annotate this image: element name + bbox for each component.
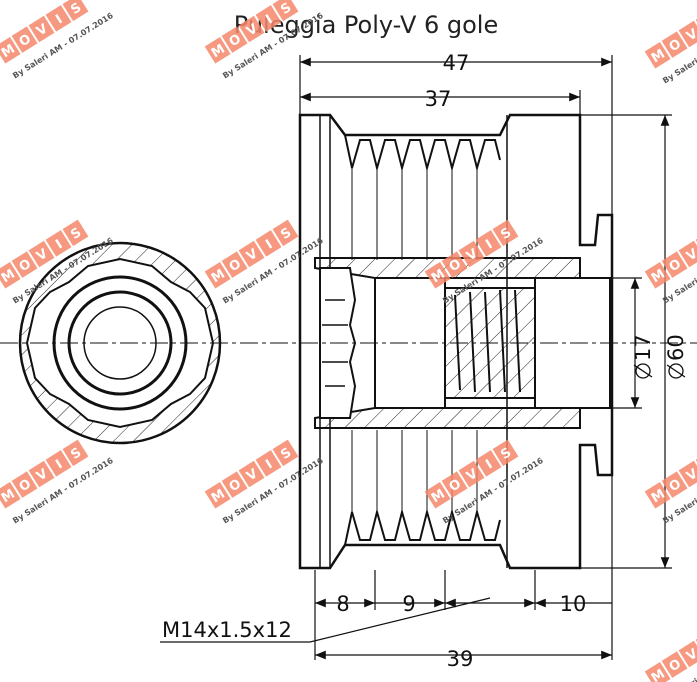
drawing-title: Puleggia Poly-V 6 gole xyxy=(234,11,498,39)
watermark-tile xyxy=(255,5,282,32)
dim-outer-diameter-group: 60 xyxy=(664,334,688,379)
watermark-tile xyxy=(644,41,671,69)
watermark-tile xyxy=(62,0,89,22)
thread-callout: M14x1.5x12 xyxy=(162,618,292,642)
watermark-tile xyxy=(272,219,299,247)
watermark-tile xyxy=(475,450,502,477)
watermark-tile xyxy=(204,481,231,509)
dim-overall-width: 47 xyxy=(443,51,470,75)
watermark-tile xyxy=(255,230,282,257)
dim-bore-diameter: 17 xyxy=(631,334,655,361)
dim-segment-c: 10 xyxy=(560,592,587,616)
watermark-tile xyxy=(11,26,38,53)
watermark-tile xyxy=(11,471,38,498)
watermark-tile xyxy=(28,15,55,43)
watermark-tile xyxy=(238,15,265,43)
watermark-tile xyxy=(28,460,55,488)
watermark-tile xyxy=(0,36,21,64)
watermark-tile xyxy=(272,439,299,467)
watermark-tile xyxy=(255,450,282,477)
watermark-tile xyxy=(45,5,72,32)
watermark-tile xyxy=(441,471,468,498)
end-view xyxy=(0,241,240,445)
watermark-tile xyxy=(661,471,688,498)
watermark-tile xyxy=(272,0,299,22)
watermark-tile xyxy=(0,261,21,289)
watermark-tile xyxy=(475,230,502,257)
watermark-tile xyxy=(204,36,231,64)
watermark-tile xyxy=(441,251,468,278)
watermark-tile xyxy=(661,31,688,58)
watermark-tile xyxy=(28,240,55,268)
dim-bore-diameter-group: 17 xyxy=(631,334,655,379)
dim-thread-length: 39 xyxy=(447,647,474,671)
watermark-tile xyxy=(458,460,485,488)
watermark-tile xyxy=(0,481,21,509)
watermark-tile xyxy=(11,251,38,278)
watermark-tile xyxy=(238,240,265,268)
watermark-tile xyxy=(458,240,485,268)
watermark-tile xyxy=(678,460,697,488)
watermark-tile xyxy=(644,261,671,289)
dimensions xyxy=(160,55,672,660)
watermark-tile xyxy=(204,261,231,289)
watermark-tile xyxy=(221,26,248,53)
watermark-tile xyxy=(678,20,697,48)
watermark-tile xyxy=(238,460,265,488)
watermark-tile xyxy=(221,471,248,498)
dim-segment-b: 9 xyxy=(402,592,415,616)
watermark-tile xyxy=(492,219,519,247)
watermark-tile xyxy=(661,651,688,678)
watermark-tile xyxy=(678,640,697,668)
watermark-tile xyxy=(62,439,89,467)
watermark-tile xyxy=(424,481,451,509)
watermark-tile xyxy=(45,450,72,477)
watermark-tile xyxy=(45,230,72,257)
watermark-tile xyxy=(492,439,519,467)
watermark-tile xyxy=(644,481,671,509)
watermark-tile xyxy=(424,261,451,289)
dim-segment-a: 8 xyxy=(336,592,349,616)
dim-body-width: 37 xyxy=(425,87,452,111)
watermark-tile xyxy=(221,251,248,278)
watermark-tile xyxy=(661,251,688,278)
watermark-tile xyxy=(62,219,89,247)
dim-outer-diameter: 60 xyxy=(664,334,688,361)
watermark-tile xyxy=(678,240,697,268)
